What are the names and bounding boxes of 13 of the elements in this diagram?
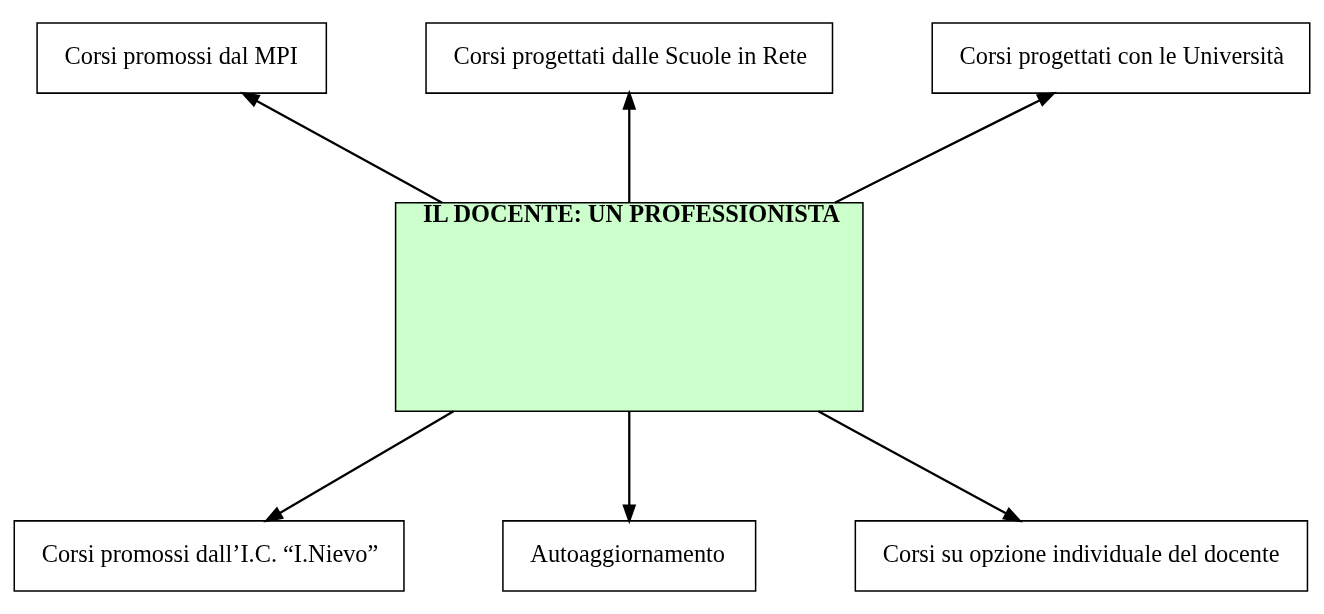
node-box: Corsi progettati con le Università [931,22,1311,94]
arrow [817,410,1023,523]
node-box: Corsi su opzione individuale del docente [854,520,1309,592]
node-box: Corsi promossi dall’I.C. “I.Nievo” [13,520,405,592]
arrow [239,91,443,204]
node-box: Autoaggiornamento [502,520,757,592]
node-box: Corsi progettati dalle Scuole in Rete [425,22,834,94]
arrow [263,410,455,523]
arrow [834,91,1057,204]
node-box: IL DOCENTE: UN PROFESSIONISTA [394,201,864,413]
node-box: Corsi promossi dal MPI [36,22,328,94]
arrow [622,411,637,525]
arrow [622,89,637,203]
